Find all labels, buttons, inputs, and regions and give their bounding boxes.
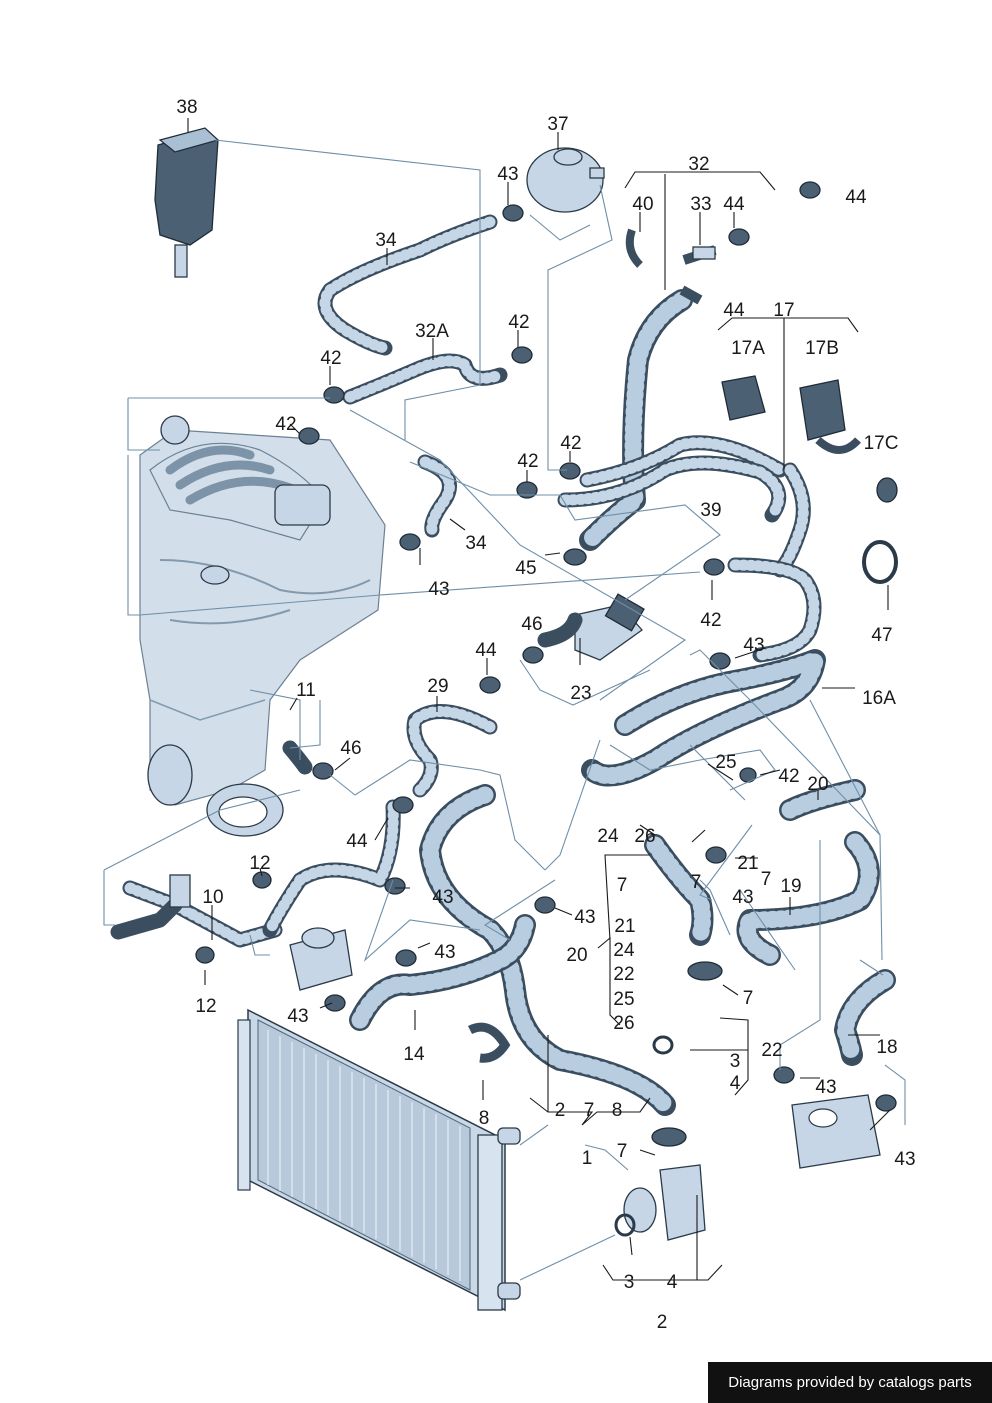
thermostat-housing-23 (574, 593, 645, 661)
callout-39: 39 (700, 500, 721, 521)
callout-42: 42 (517, 451, 538, 472)
callout-3: 3 (624, 1272, 635, 1293)
callout-3: 3 (730, 1051, 741, 1072)
callout-43: 43 (432, 887, 453, 908)
callout-8: 8 (612, 1100, 623, 1121)
callout-47: 47 (871, 625, 892, 646)
callout-24: 24 (597, 826, 619, 847)
callout-17: 17 (773, 300, 794, 321)
callout-42: 42 (560, 433, 581, 454)
callout-45: 45 (515, 558, 536, 579)
callout-23: 23 (570, 683, 591, 704)
leader-lines (103, 118, 906, 1281)
callout-20: 20 (807, 774, 828, 795)
callout-43: 43 (428, 579, 449, 600)
callout-7: 7 (617, 875, 628, 896)
callout-42: 42 (508, 312, 529, 333)
callout-22: 22 (761, 1040, 782, 1061)
callout-44: 44 (723, 194, 745, 215)
callout-16A: 16A (862, 688, 896, 709)
callout-17B: 17B (805, 338, 839, 359)
callout-10: 10 (202, 887, 223, 908)
callout-43: 43 (732, 887, 753, 908)
callout-7: 7 (761, 869, 772, 890)
callout-2: 2 (657, 1312, 668, 1333)
washer-reservoir (289, 927, 353, 991)
callout-4: 4 (730, 1073, 741, 1094)
expansion-tank-37 (526, 147, 605, 213)
callout-22: 22 (613, 964, 634, 985)
callout-43: 43 (497, 164, 518, 185)
callout-26: 26 (634, 826, 655, 847)
callout-21: 21 (614, 916, 635, 937)
callout-2: 2 (555, 1100, 566, 1121)
callout-21: 21 (737, 853, 758, 874)
callout-43: 43 (743, 635, 764, 656)
hoses (262, 214, 896, 1116)
callout-11: 11 (296, 680, 316, 701)
coolant-pipe-10 (110, 874, 283, 948)
callout-29: 29 (427, 676, 448, 697)
callout-12: 12 (195, 996, 216, 1017)
callout-8: 8 (479, 1108, 490, 1129)
callout-40: 40 (632, 194, 653, 215)
callout-46: 46 (521, 614, 542, 635)
callout-44: 44 (723, 300, 745, 321)
radiator (237, 1008, 521, 1312)
callout-19: 19 (780, 876, 801, 897)
t-connector-2 (623, 1164, 706, 1241)
callout-34: 34 (375, 230, 397, 251)
callout-4: 4 (667, 1272, 678, 1293)
callout-42: 42 (320, 348, 341, 369)
callout-42: 42 (275, 414, 296, 435)
callout-17C: 17C (864, 433, 899, 454)
callout-44: 44 (475, 640, 497, 661)
callout-37: 37 (547, 114, 568, 135)
callout-17A: 17A (731, 338, 765, 359)
callout-43: 43 (815, 1077, 836, 1098)
callout-14: 14 (403, 1044, 425, 1065)
callout-33: 33 (690, 194, 711, 215)
callout-7: 7 (617, 1141, 628, 1162)
callout-46: 46 (340, 738, 361, 759)
callout-1: 1 (582, 1148, 593, 1169)
callout-32: 32 (688, 154, 709, 175)
callout-38: 38 (176, 97, 197, 118)
callout-32A: 32A (415, 321, 449, 342)
footer-credit: Diagrams provided by catalogs parts (708, 1362, 992, 1403)
engine-block (139, 415, 386, 837)
callout-20: 20 (566, 945, 587, 966)
callout-44: 44 (845, 187, 867, 208)
callout-7: 7 (691, 872, 702, 893)
control-units-17 (721, 375, 861, 454)
callout-34: 34 (465, 533, 487, 554)
callout-18: 18 (876, 1037, 897, 1058)
callout-labels: 38 37 43 32 44 40 33 44 34 44 17 32A 42 … (176, 97, 915, 1333)
callout-25: 25 (613, 989, 634, 1010)
coolant-reservoir-38 (154, 127, 220, 278)
callout-42: 42 (700, 610, 721, 631)
callout-12: 12 (249, 853, 270, 874)
oil-cooler-18 (791, 1094, 881, 1169)
callout-43: 43 (434, 942, 455, 963)
callout-25: 25 (715, 752, 736, 773)
callout-42: 42 (778, 766, 799, 787)
callout-26: 26 (613, 1013, 634, 1034)
callout-7: 7 (743, 988, 754, 1009)
callout-7: 7 (584, 1100, 595, 1121)
callout-43: 43 (574, 907, 595, 928)
callout-24: 24 (613, 940, 635, 961)
hose-clamps (195, 181, 898, 1237)
callout-43: 43 (894, 1149, 915, 1170)
callout-44: 44 (346, 831, 368, 852)
callout-43: 43 (287, 1006, 308, 1027)
